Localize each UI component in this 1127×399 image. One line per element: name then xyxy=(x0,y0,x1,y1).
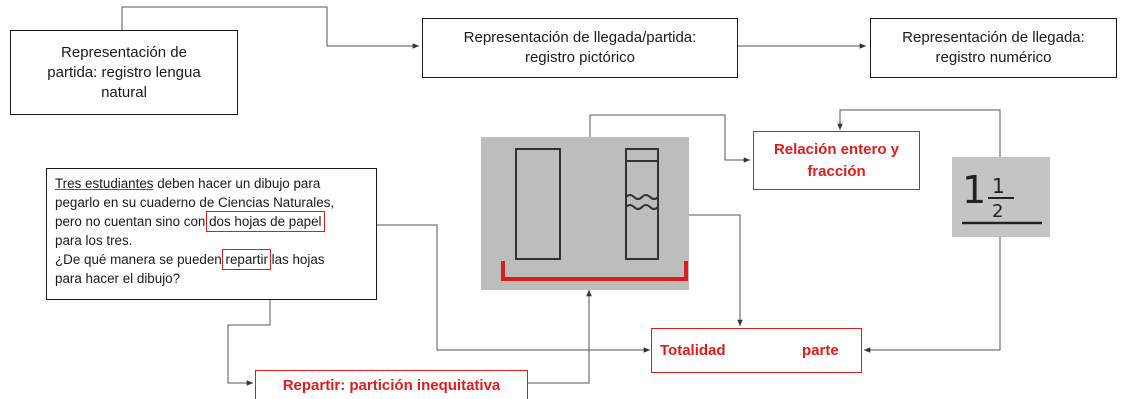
arrow-repartir-to-photo xyxy=(528,290,592,384)
fraction-denominator: 2 xyxy=(992,201,1003,222)
problem-boxed-repartir: repartir xyxy=(222,249,271,270)
start-representation-line1: Representación de xyxy=(61,43,187,61)
arrow-photo-to-relacion xyxy=(589,114,750,163)
totalidad-label: Totalidad xyxy=(660,342,726,359)
cut-line-2 xyxy=(625,204,659,210)
fraction-whole: 1 xyxy=(962,168,986,212)
repartir-label: Repartir: partición inequitativa xyxy=(282,376,501,394)
repartir-box: Repartir: partición inequitativa xyxy=(255,370,528,399)
parte-label: parte xyxy=(802,342,839,359)
end-representation-line2: registro numérico xyxy=(935,49,1052,66)
relacion-entero-fraccion-box: Relación entero y fracción xyxy=(753,131,920,190)
problem-line-6: para hacer el dibujo? xyxy=(55,271,181,286)
problem-statement-box: Tres estudiantes deben hacer un dibujo p… xyxy=(46,168,377,300)
start-representation-line2: partida: registro lengua xyxy=(47,63,201,81)
arrow-fraction-to-relacion xyxy=(837,109,1001,157)
problem-boxed-papers: dos hojas de papel xyxy=(206,211,325,232)
arrow-fraction-to-parte xyxy=(864,236,1001,353)
arrow-photo-to-totalidad xyxy=(689,214,743,326)
problem-line-2: pegarlo en su cuaderno de Ciencias Natur… xyxy=(55,195,335,210)
split-sheet-drawing xyxy=(625,148,659,260)
arrow-hojas-to-totalidad xyxy=(374,224,650,353)
whole-sheet-drawing xyxy=(515,148,561,260)
end-representation-line1: Representación de llegada: xyxy=(902,29,1085,46)
relacion-line2: fracción xyxy=(807,162,866,180)
cut-line-1 xyxy=(625,194,659,200)
fraction-numerator: 1 xyxy=(992,174,1005,198)
end-representation-box: Representación de llegada: registro numé… xyxy=(870,18,1117,78)
mid-representation-box: Representación de llegada/partida: regis… xyxy=(422,18,738,78)
problem-line-3: pero no cuentan sino con dos hojas de pa… xyxy=(55,211,325,232)
relacion-line1: Relación entero y xyxy=(773,140,900,158)
totalidad-parte-box: Totalidad parte xyxy=(651,328,862,373)
problem-line-5: ¿De qué manera se pueden repartir las ho… xyxy=(55,249,325,270)
mid-representation-line1: Representación de llegada/partida: xyxy=(463,29,697,46)
start-representation-box: Representación de partida: registro leng… xyxy=(10,30,238,115)
red-bracket xyxy=(501,261,688,281)
arrow-start-to-mid xyxy=(121,6,419,49)
mid-representation-line2: registro pictórico xyxy=(524,49,636,66)
pictorial-drawing-photo xyxy=(481,137,689,290)
problem-line-1: Tres estudiantes deben hacer un dibujo p… xyxy=(55,176,321,191)
start-representation-line3: natural xyxy=(101,83,147,101)
numeric-fraction-photo: 1 1 2 xyxy=(952,157,1050,237)
problem-line-4: para los tres. xyxy=(55,233,133,248)
problem-underlined-students: Tres estudiantes xyxy=(55,176,154,191)
arrow-repartir-to-box xyxy=(227,286,271,386)
